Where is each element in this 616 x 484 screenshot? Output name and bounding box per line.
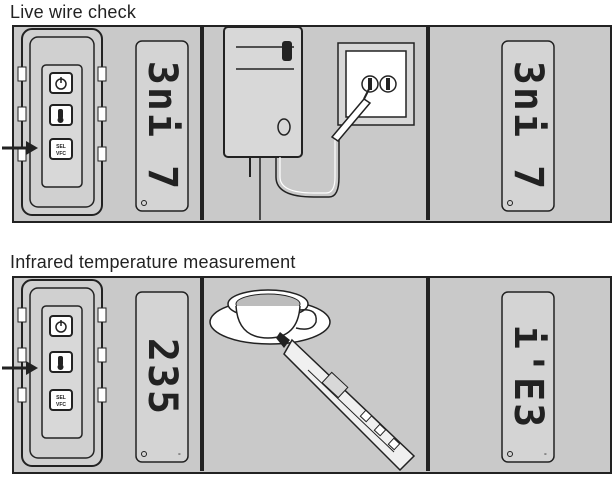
section-title-live-wire: Live wire check [10, 2, 137, 22]
svg-text:SEL: SEL [56, 144, 66, 150]
temperature-button[interactable] [49, 351, 73, 373]
power-button[interactable] [49, 72, 73, 94]
live-wire-strip: SEL VFC [12, 25, 612, 223]
svg-text:SEL: SEL [56, 395, 66, 401]
lcd-reading: 3ni 7 [505, 60, 552, 192]
wall-socket [337, 42, 415, 126]
arrow-right-icon [2, 141, 38, 155]
meter-side-view [223, 27, 340, 220]
sel-vfc-button[interactable]: SEL VFC [49, 389, 73, 411]
lcd-reading: i'E3 [505, 324, 552, 430]
probe-icon [330, 98, 372, 142]
live-wire-illustration: SEL VFC [17, 27, 555, 220]
lcd-screen [501, 291, 555, 463]
test-probe [330, 86, 372, 142]
lcd-reading: 235 [139, 337, 185, 417]
power-button[interactable] [49, 315, 73, 337]
section-title-infrared: Infrared temperature measurement [10, 252, 296, 272]
svg-text:VFC: VFC [56, 151, 66, 157]
temperature-button[interactable] [49, 104, 73, 126]
thermometer-icon [58, 109, 63, 119]
svg-text:VFC: VFC [56, 402, 66, 408]
ir-thermometer [276, 332, 416, 471]
svg-text:°: ° [178, 452, 181, 460]
lcd-screen [135, 291, 189, 463]
lcd-reading: 3ni 7 [139, 60, 186, 192]
coffee-cup [209, 289, 331, 345]
svg-text:°: ° [544, 452, 547, 460]
arrow-right-icon [2, 361, 38, 375]
infrared-illustration: SEL VFC ° ° [17, 278, 555, 471]
thermometer-icon [58, 356, 63, 366]
lcd-screen [135, 40, 189, 212]
sel-vfc-button[interactable]: SEL VFC [49, 138, 73, 160]
lcd-screen [501, 40, 555, 212]
infrared-strip: SEL VFC ° ° 235 i [12, 276, 612, 474]
